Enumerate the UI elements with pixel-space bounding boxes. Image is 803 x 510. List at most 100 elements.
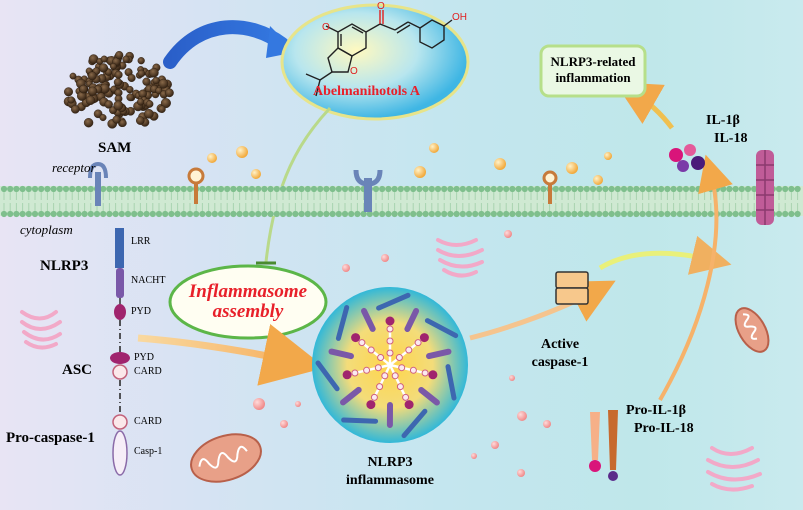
seed (113, 100, 124, 111)
outcome-label: NLRP3-related inflammation (541, 54, 645, 86)
nlrp3-domain-pyd: PYD (131, 306, 152, 317)
lipid-head-inner (174, 210, 181, 218)
lipid-head-inner (211, 210, 218, 218)
lipid-head-outer (211, 185, 218, 193)
pink-particle (381, 254, 389, 262)
lipid-head-inner (0, 210, 8, 218)
lipid-head-inner (596, 210, 603, 218)
lipid-head-inner (81, 210, 88, 218)
lipid-head-inner (155, 210, 163, 218)
lipid-head-outer (614, 185, 621, 193)
lipid-head-inner (664, 210, 671, 218)
receptor-4 (542, 170, 558, 204)
seed (145, 100, 154, 108)
lipid-head-inner (608, 210, 615, 218)
lipid-head-inner (360, 210, 367, 218)
lipid-head-inner (366, 210, 373, 218)
inhibition-label-line1: Inflammasome (188, 281, 308, 302)
lipid-head-inner (19, 210, 26, 218)
source-to-compound-arrow (163, 20, 289, 69)
seed (137, 69, 146, 78)
lipid-head-inner (13, 210, 20, 218)
seed (137, 57, 145, 65)
lipid-head-inner (546, 210, 553, 218)
lipid-head-inner (527, 210, 535, 218)
lipid-head-outer (459, 185, 466, 193)
lipid-head-inner (515, 210, 522, 218)
complex-card (409, 366, 417, 374)
lipid-head-inner (788, 210, 795, 218)
asc-pyd-domain (110, 352, 130, 364)
lipid-head-inner (341, 210, 349, 218)
lipid-head-inner (348, 210, 355, 218)
lipid-head-outer (217, 185, 225, 193)
lipid-head-outer (323, 185, 330, 193)
lipid-head-outer (180, 185, 187, 193)
lipid-head-outer (248, 185, 256, 193)
pro-il-line2: Pro-IL-18 (634, 421, 694, 436)
seed (112, 115, 121, 124)
caspase-domain-card: CARD (134, 416, 162, 427)
lipid-head-outer (242, 185, 249, 193)
lipid-head-inner (323, 210, 330, 218)
lipid-head-inner (744, 210, 752, 218)
complex-card (405, 346, 413, 354)
seed (63, 87, 73, 97)
mitochondrion-1 (190, 433, 262, 483)
seed (71, 105, 80, 114)
cytokine-ball (494, 158, 506, 170)
asc-card-domain (112, 364, 128, 380)
complex-lrr (376, 292, 411, 311)
lipid-head-outer (645, 185, 652, 193)
lipid-head-inner (143, 210, 150, 218)
lipid-head-outer (583, 185, 590, 193)
lipid-head-outer (577, 185, 584, 193)
seed (99, 114, 107, 122)
lipid-head-inner (658, 210, 665, 218)
asc-domain-card: CARD (134, 366, 162, 377)
lipid-head-outer (558, 185, 566, 193)
lipid-head-outer (372, 185, 380, 193)
lipid-head-outer (682, 185, 690, 193)
receptor-3 (353, 169, 383, 212)
lipid-head-outer (38, 185, 45, 193)
nlrp3-domain-nacht: NACHT (131, 275, 166, 286)
proteins-to-complex-arrow (137, 324, 326, 386)
lipid-head-inner (286, 210, 293, 218)
lipid-head-outer (149, 185, 156, 193)
lipid-head-outer (596, 185, 603, 193)
nacht-domain (116, 268, 124, 298)
lipid-head-outer (540, 185, 547, 193)
inhibition-line (264, 106, 332, 263)
lipid-head-outer (81, 185, 88, 193)
complex-pyd (428, 370, 438, 380)
lipid-head-outer (676, 185, 683, 193)
seed (137, 98, 145, 106)
lipid-head-outer (478, 185, 485, 193)
lipid-head-inner (273, 210, 280, 218)
lipid-head-outer (534, 185, 541, 193)
lipid-head-inner (577, 210, 584, 218)
lipid-head-outer (627, 185, 634, 193)
lipid-head-inner (478, 210, 485, 218)
lipid-head-inner (304, 210, 311, 218)
lipid-head-outer (62, 185, 70, 193)
nlrp3-protein (114, 228, 126, 320)
lipid-head-outer (286, 185, 293, 193)
inhibition-label-line2: assembly (212, 301, 284, 322)
cytokine-ball (207, 153, 217, 163)
lipid-head-inner (627, 210, 634, 218)
pro-il-to-il-arrow (658, 154, 733, 401)
seed (79, 84, 88, 94)
seed (144, 109, 154, 119)
lipid-head-outer (565, 185, 572, 193)
complex-card (395, 354, 403, 361)
lipid-head-outer (304, 185, 311, 193)
lipid-head-outer (112, 185, 119, 193)
lipid-head-outer (571, 185, 578, 193)
cytokine-ball (251, 169, 261, 179)
lipid-head-outer (137, 185, 144, 193)
lipid-head-inner (465, 210, 473, 218)
lipid-head-outer (267, 185, 274, 193)
pink-particle (491, 441, 499, 449)
